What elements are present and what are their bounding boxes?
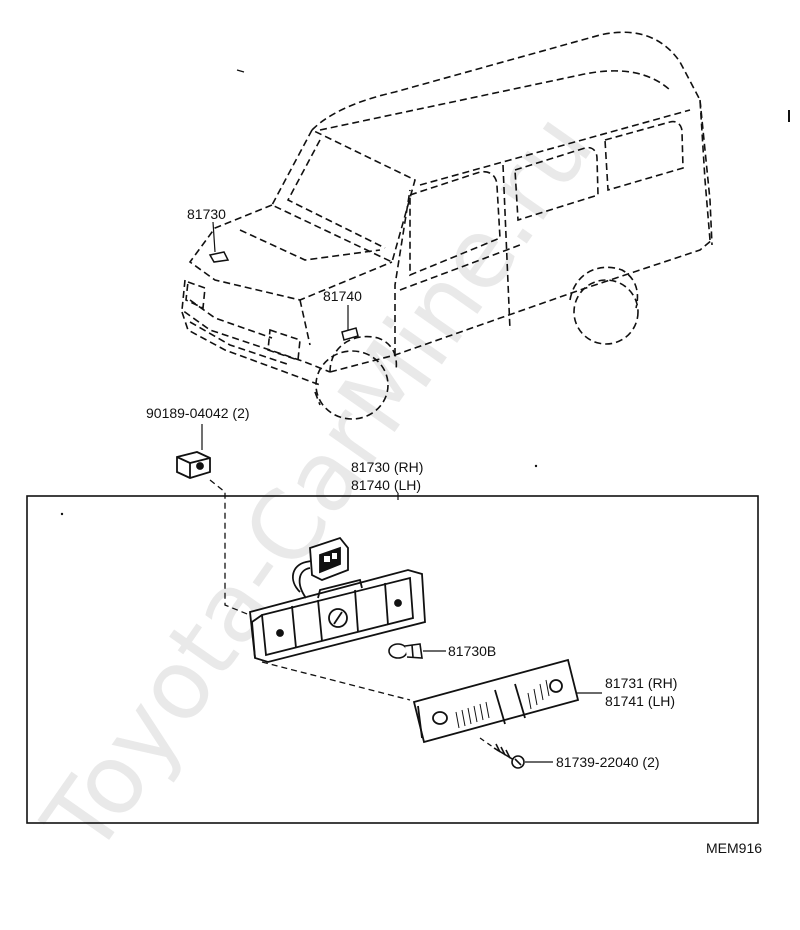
marker-lamp-housing [249,569,426,663]
detail-frame [26,495,759,824]
clip-nut-icon [176,451,211,479]
lens-hatching [455,679,550,729]
callout-assembly-lh: 81740 (LH) [351,477,421,493]
marker-lens [412,658,580,744]
stray-dot [534,464,538,468]
callout-screw: 81739-22040 (2) [556,754,660,770]
clip-to-assembly-dashed [209,479,263,621]
housing-to-lens-dashed [261,661,411,701]
callout-lens-rh: 81731 (RH) [605,675,677,691]
stray-mark [236,69,245,73]
hood-marker-lamp-icon [208,251,230,263]
watermark: Toyota-CarMine.ru [22,94,615,874]
leader-hood-marker [212,221,216,253]
callout-bulb: 81730B [448,643,496,659]
callout-fender-marker: 81740 [323,288,362,304]
bulb-icon [388,643,423,659]
screw-icon [493,743,525,769]
callout-assembly-rh: 81730 (RH) [351,459,423,475]
callout-lens-lh: 81741 (LH) [605,693,675,709]
fender-marker-lamp-icon [341,327,359,341]
van-illustration [181,31,713,420]
callout-hood-marker: 81730 [187,206,226,222]
callout-clip: 90189-04042 (2) [146,405,250,421]
stray-dot [60,512,64,516]
lamp-connector [292,536,349,599]
diagram-code: MEM916 [706,840,762,856]
